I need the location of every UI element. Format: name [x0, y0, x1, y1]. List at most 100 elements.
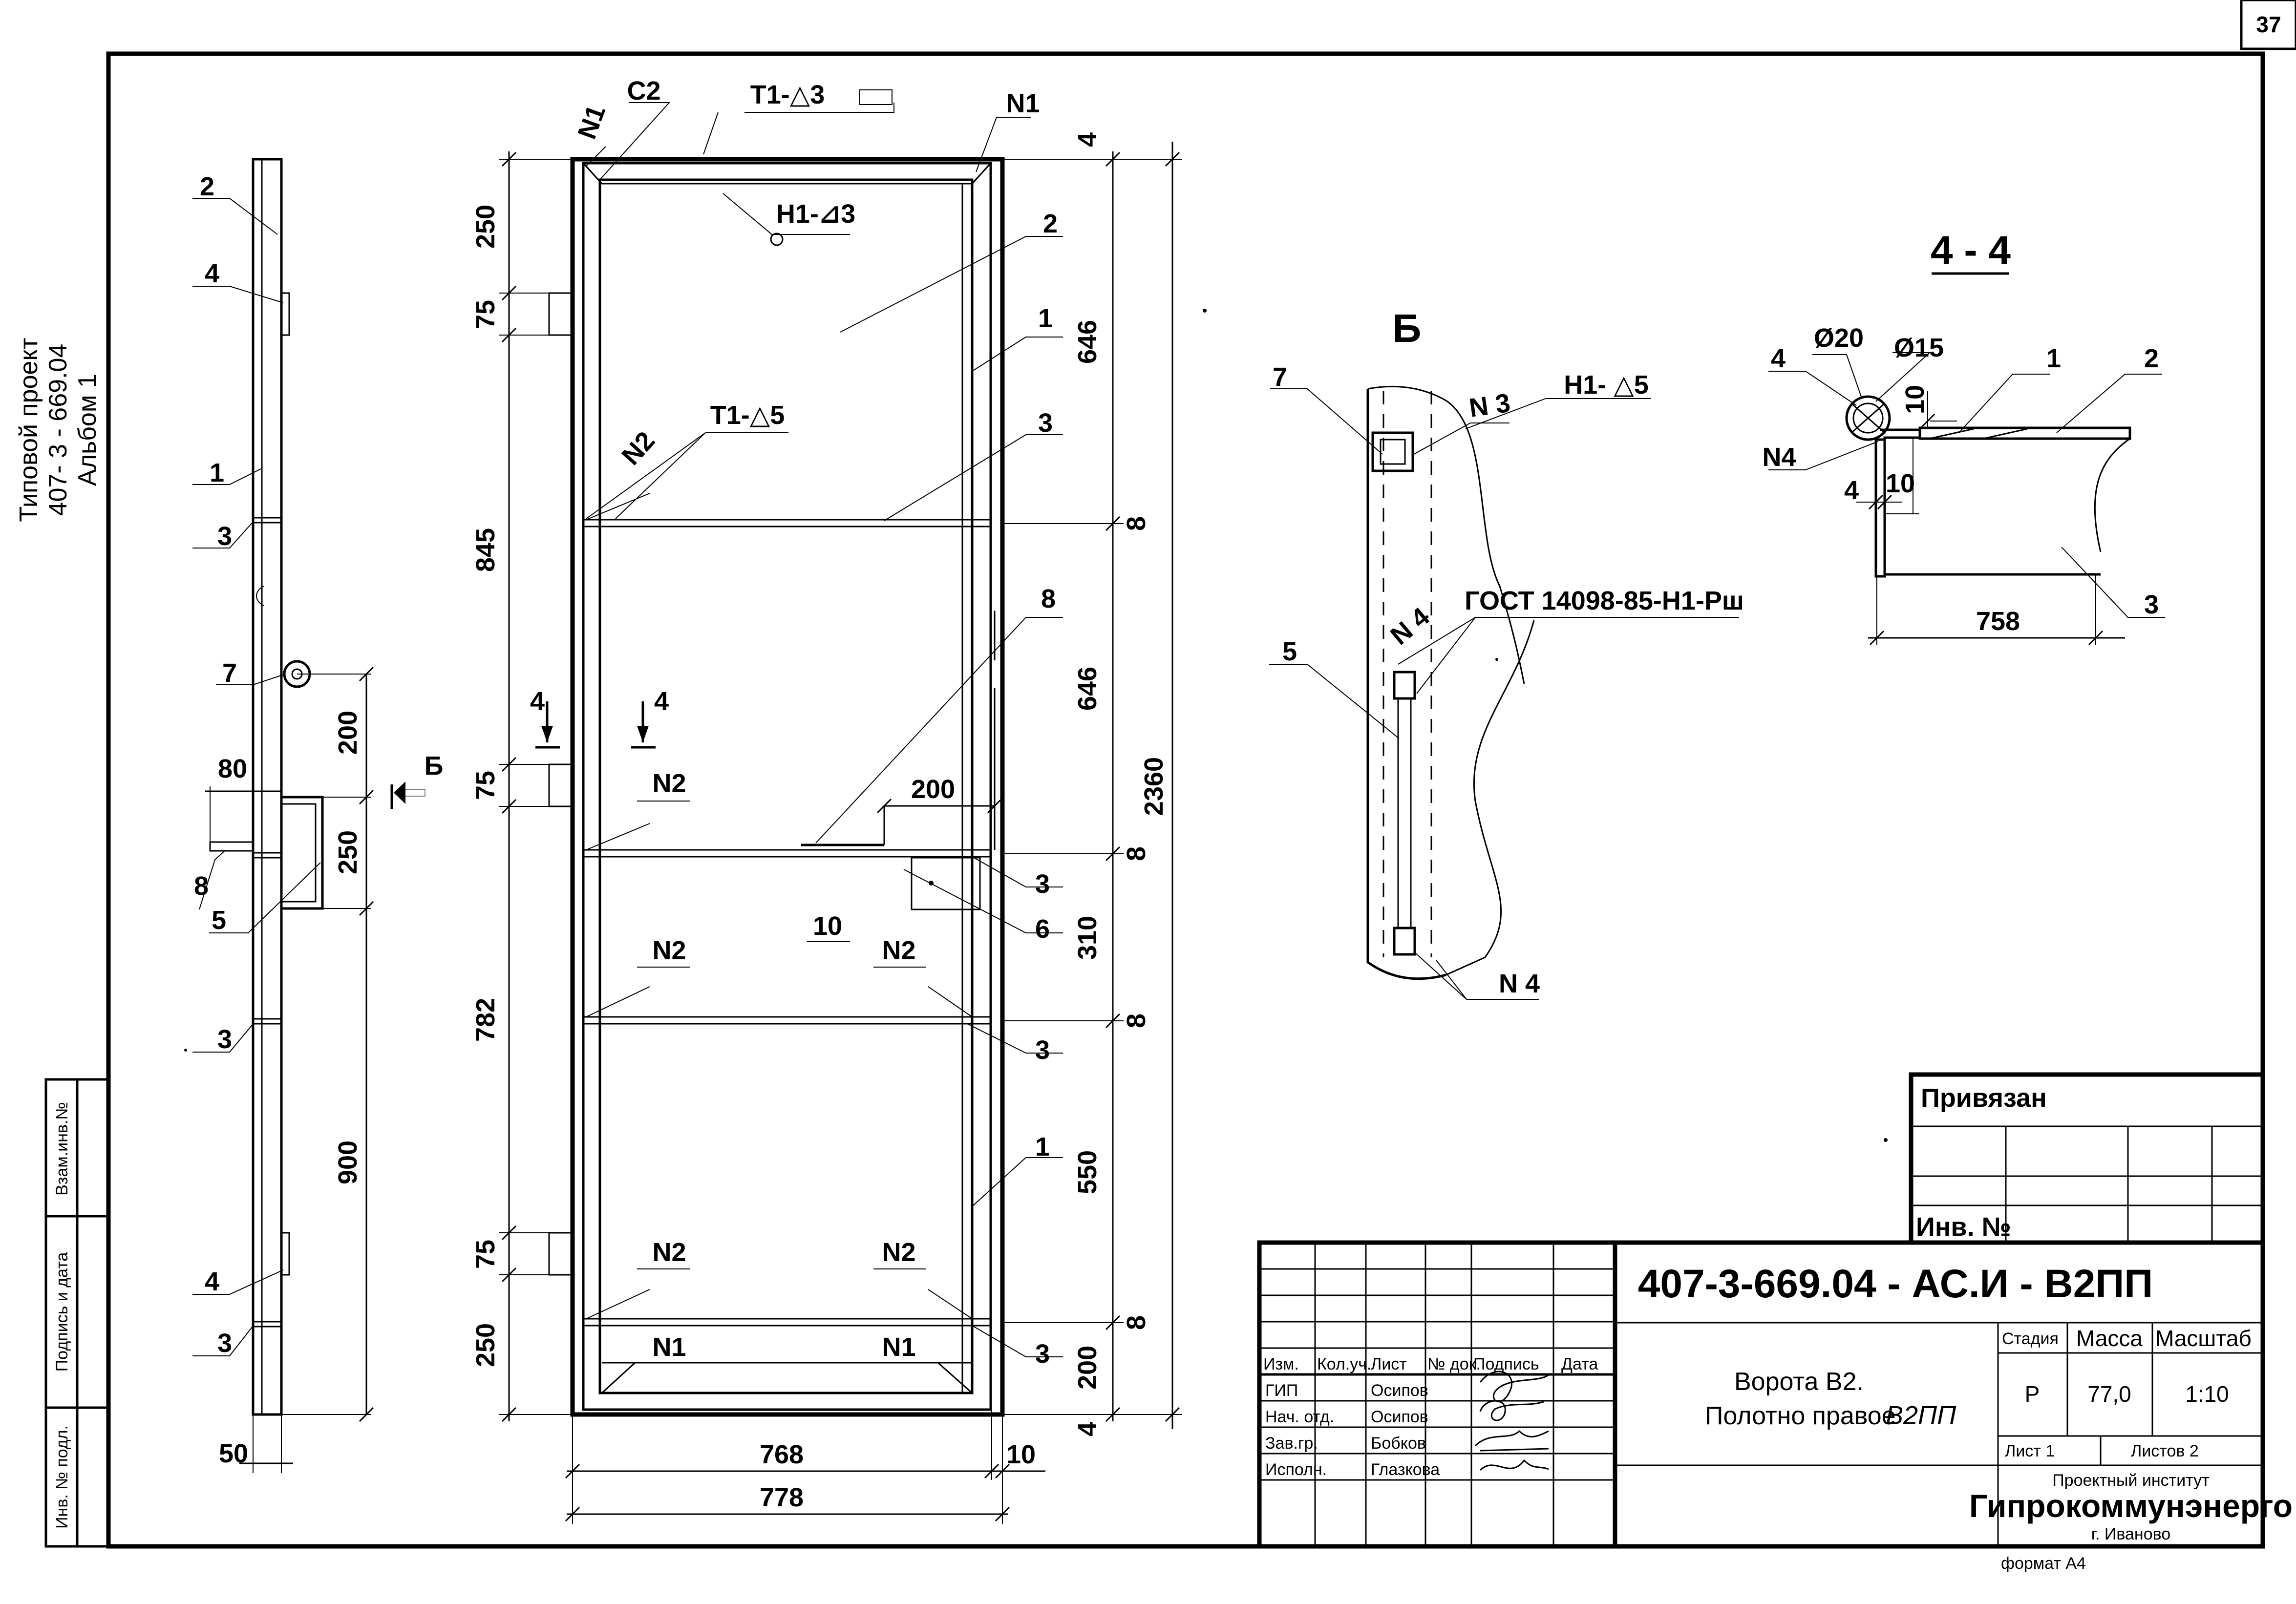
tb-name-gip: Осипов — [1371, 1381, 1428, 1400]
part-6-front: 6 — [1035, 914, 1050, 944]
right-dim-4-top: 4 — [1073, 132, 1102, 147]
left-dim-782: 782 — [471, 998, 500, 1042]
detail-b-part-5: 5 — [1282, 637, 1297, 666]
section-44-dim-10b: 10 — [1886, 469, 1915, 498]
left-dim-75-c: 75 — [471, 1240, 500, 1269]
right-dim-8-c: 8 — [1122, 1013, 1151, 1028]
part-3b-front: 3 — [1035, 869, 1050, 899]
tb-org-name: Гипрокоммунэнерго — [1969, 1488, 2293, 1524]
tb-org-line1: Проектный институт — [2052, 1471, 2210, 1490]
tb-inv-no: Инв. № — [1916, 1212, 2011, 1242]
front-view: 250 75 845 75 782 75 250 4 646 8 646 8 3… — [471, 76, 1182, 1524]
tb-org-city: г. Иваново — [2091, 1525, 2170, 1543]
side-leaders — [192, 198, 321, 1356]
side-view: 200 250 900 80 50 Б 2 4 1 3 7 8 — [192, 158, 444, 1473]
detail-b-weld-n4a: N 4 — [1385, 602, 1435, 651]
part-3c-front: 3 — [1035, 1035, 1050, 1065]
part-8-front: 8 — [1041, 584, 1056, 613]
tb-mass-label: Масса — [2076, 1326, 2143, 1351]
tb-head-data: Дата — [1561, 1355, 1598, 1373]
tb-item-mark: В2ПП — [1886, 1401, 1956, 1430]
tb-item-title-1: Ворота В2. — [1734, 1368, 1864, 1396]
title-block: Привязан Инв. № Изм. Кол.уч. Лист № док.… — [1257, 1072, 2293, 1573]
dim-200-front: 200 — [911, 775, 955, 804]
left-dim-250-top: 250 — [471, 205, 500, 249]
weld-n1-bottom-left: N1 — [652, 1332, 686, 1362]
detail-b-weld-n4b: N 4 — [1499, 969, 1540, 998]
tb-format: формат А4 — [2001, 1554, 2086, 1573]
weld-n2-b: N2 — [652, 769, 686, 798]
section-44-title: 4 - 4 — [1931, 228, 2011, 273]
detail-b-weld-h1: H1- △5 — [1564, 370, 1649, 400]
tb-code: 407-3-669.04 - АС.И - В2ПП — [1638, 1262, 2153, 1306]
overall-height-2360: 2360 — [1139, 757, 1169, 816]
tb-role-gip: ГИП — [1265, 1381, 1298, 1400]
tb-sheets: Листов 2 — [2131, 1442, 2199, 1460]
tb-mass: 77,0 — [2087, 1381, 2131, 1407]
tb-head-izm: Изм. — [1263, 1355, 1299, 1373]
side-stamp-podpis: Подпись и дата — [53, 1252, 71, 1372]
side-dim-50: 50 — [219, 1439, 248, 1468]
right-dim-200: 200 — [1073, 1346, 1102, 1390]
part-3a-front: 3 — [1038, 408, 1053, 438]
section-44-dim-4: 4 — [1844, 476, 1859, 505]
side-part-3b: 3 — [217, 1025, 232, 1054]
weld-n2-a: N2 — [616, 426, 660, 470]
side-section-mark-b: Б — [425, 751, 444, 781]
detail-b-title: Б — [1393, 306, 1422, 351]
stamp-line-1: Типовой проект — [15, 338, 43, 522]
stamp-line-2: 407- 3 - 669.04 — [44, 344, 72, 516]
weld-t1-d3: T1-△3 — [750, 80, 825, 109]
stamp-line-3: Альбом 1 — [73, 374, 102, 486]
weld-t1-d5: T1-△5 — [710, 401, 785, 430]
right-dim-8-a: 8 — [1122, 516, 1151, 531]
section-44-part-3: 3 — [2144, 590, 2159, 619]
section-44-part-2: 2 — [2144, 344, 2159, 373]
section-44-dim-10a: 10 — [1900, 385, 1930, 414]
sheet-frame: 37 — [106, 0, 2296, 1549]
bottom-dim-768: 768 — [760, 1440, 804, 1469]
side-part-8: 8 — [194, 871, 209, 901]
part-1a-front: 1 — [1038, 304, 1053, 333]
weld-c2: C2 — [627, 76, 660, 106]
weld-n1-bottom-right: N1 — [882, 1332, 915, 1362]
right-dim-646-a: 646 — [1073, 320, 1102, 364]
left-dim-75-b: 75 — [471, 771, 500, 800]
side-part-3c: 3 — [217, 1329, 232, 1358]
bottom-dim-10: 10 — [1006, 1440, 1036, 1469]
tb-head-list: Лист — [1371, 1355, 1407, 1373]
side-part-3a: 3 — [217, 522, 232, 551]
detail-b-weld-n3: N 3 — [1467, 388, 1512, 423]
side-part-4a: 4 — [205, 259, 219, 288]
left-dim-250-bottom: 250 — [471, 1323, 500, 1367]
project-stamp: Типовой проект 407- 3 - 669.04 Альбом 1 — [15, 338, 102, 522]
tb-stage-label: Стадия — [2002, 1330, 2059, 1348]
detail-b-gost: ГОСТ 14098-85-Н1-Рш — [1465, 586, 1744, 615]
right-dim-550: 550 — [1073, 1150, 1102, 1194]
section-44-d20: Ø20 — [1814, 323, 1864, 353]
right-dim-646-b: 646 — [1073, 667, 1102, 711]
left-dim-845: 845 — [471, 528, 500, 572]
side-dim-80: 80 — [218, 754, 247, 783]
weld-n2-e: N2 — [652, 1238, 686, 1267]
side-stamp-inv: Инв. № подл. — [53, 1425, 71, 1529]
side-dim-200: 200 — [333, 711, 362, 755]
tb-scale-label: Масштаб — [2155, 1326, 2252, 1351]
tb-privyazan: Привязан — [1921, 1083, 2047, 1113]
tb-name-zavgr: Бобков — [1371, 1434, 1426, 1453]
side-part-2: 2 — [200, 172, 214, 201]
left-dim-75-a: 75 — [471, 300, 500, 329]
side-dim-900: 900 — [333, 1140, 362, 1184]
tb-role-ispoln: Исполн. — [1265, 1460, 1327, 1479]
tb-name-ispoln: Глазкова — [1371, 1460, 1440, 1479]
section-4-left: 4 — [530, 687, 545, 716]
right-dim-4-bottom: 4 — [1073, 1422, 1102, 1436]
section-44-part-1: 1 — [2046, 344, 2061, 373]
right-dim-8-b: 8 — [1122, 846, 1151, 861]
detail-b: Б 7 N 3 H1- △5 ГОСТ 14098-85-Н1-Рш N 4 5… — [1269, 306, 1744, 1000]
section-44-dim-758: 758 — [1976, 607, 2020, 636]
right-dim-8-d: 8 — [1122, 1315, 1151, 1330]
tb-scale: 1:10 — [2185, 1381, 2229, 1407]
section-4-right: 4 — [654, 687, 669, 716]
